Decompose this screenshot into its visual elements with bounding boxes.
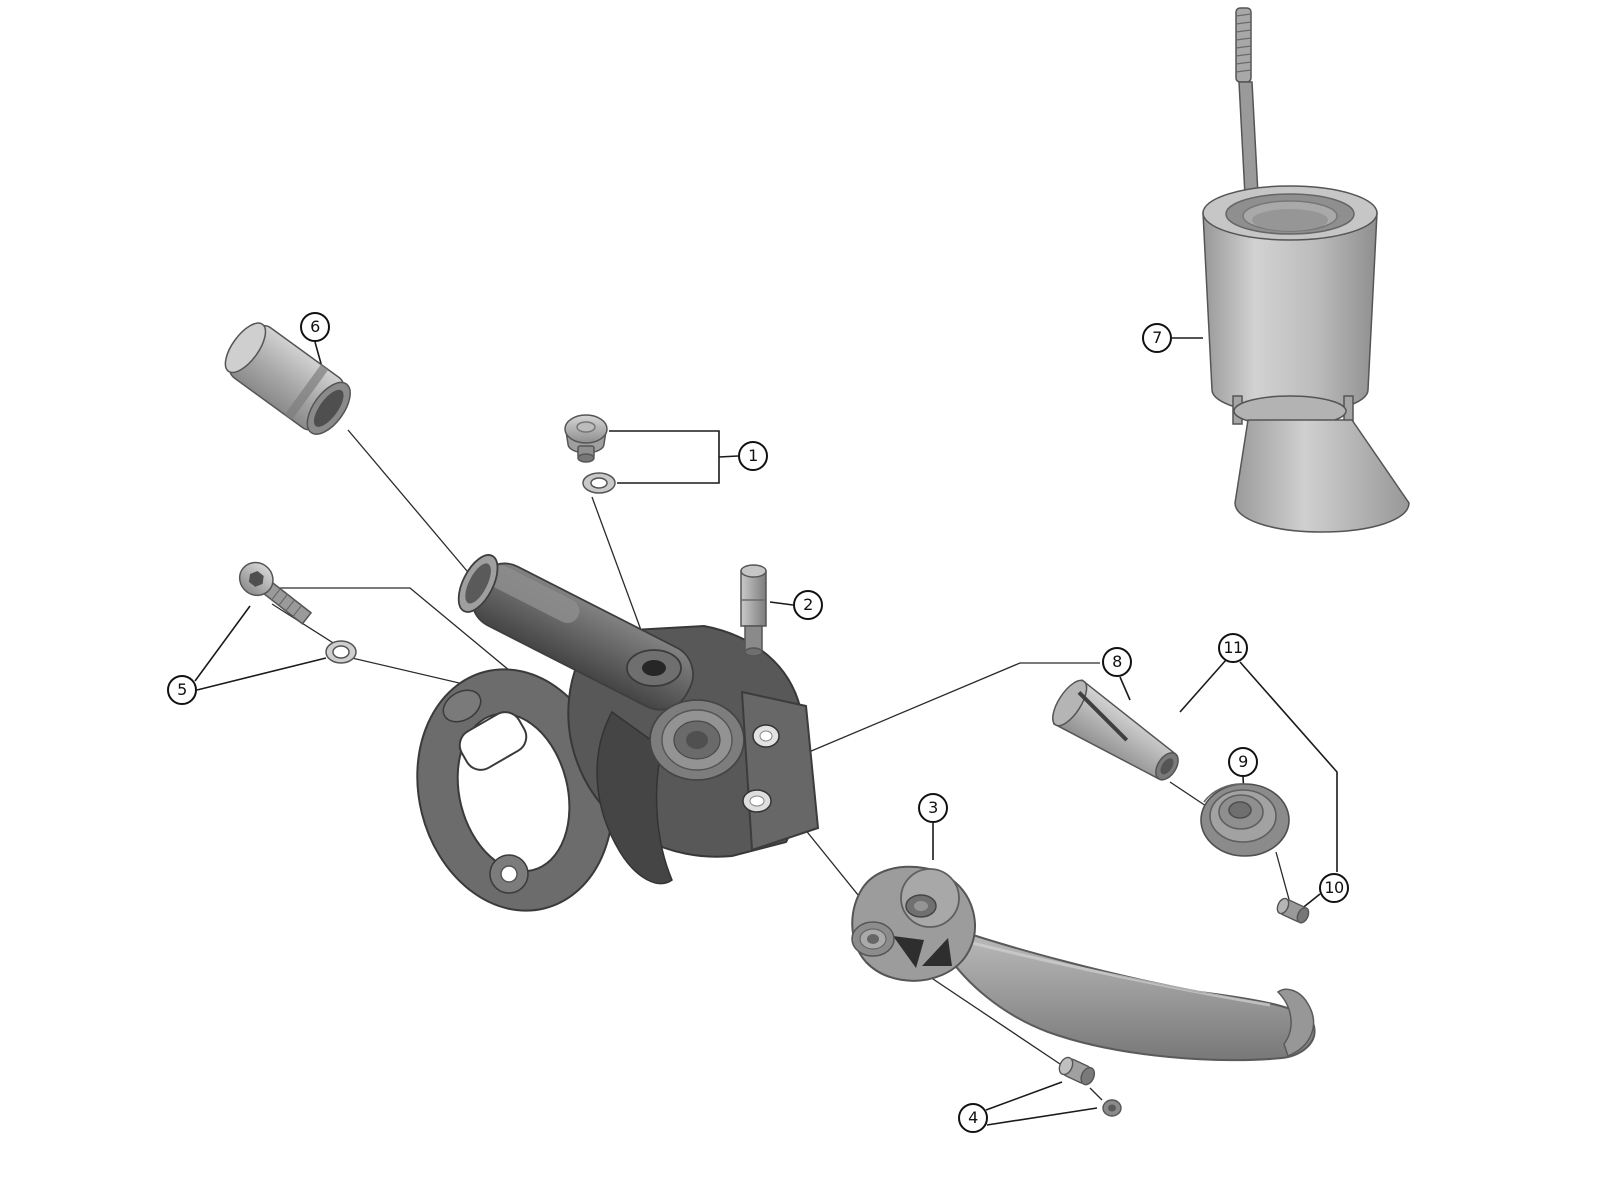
part-2-cylinder-pin [740,564,767,657]
part-7-bleed-funnel [1202,7,1410,533]
callout-8-number: 8 [1112,652,1122,671]
callout-5: 5 [167,675,197,705]
callout-9: 9 [1228,747,1258,777]
part-1-screw-and-gasket [564,414,616,494]
part-6-barrel-bushing [224,322,351,435]
clamp-window [458,711,528,771]
callout-7: 7 [1142,323,1172,353]
cylinder-bore [649,699,745,781]
mounting-flange [740,690,820,852]
callout-1: 1 [738,441,768,471]
callout-11: 11 [1218,633,1248,663]
callout-8: 8 [1102,647,1132,677]
part-4-pin-set [1058,1056,1122,1117]
part-8-split-sleeve [1052,679,1179,781]
callout-4-number: 4 [968,1108,978,1127]
clamp-lug [442,689,482,723]
lever-body-assembly [416,554,820,912]
callout-2: 2 [793,590,823,620]
callout-10: 10 [1319,873,1349,903]
callout-7-number: 7 [1152,328,1162,347]
callout-6-number: 6 [310,317,320,336]
callout-9-number: 9 [1238,752,1248,771]
part-9-seal-grommet [1200,783,1290,857]
callout-4: 4 [958,1103,988,1133]
callout-2-number: 2 [803,595,813,614]
part-5-clamp-bolt [238,561,357,664]
callout-3-number: 3 [928,798,938,817]
callout-1-number: 1 [748,446,758,465]
part-10-small-plug [1276,897,1310,924]
callout-3: 3 [918,793,948,823]
callout-11-number: 11 [1223,638,1243,657]
callout-10-number: 10 [1324,878,1344,897]
callout-6: 6 [300,312,330,342]
part-3-lever-blade [851,865,1316,1062]
callout-5-number: 5 [177,680,187,699]
